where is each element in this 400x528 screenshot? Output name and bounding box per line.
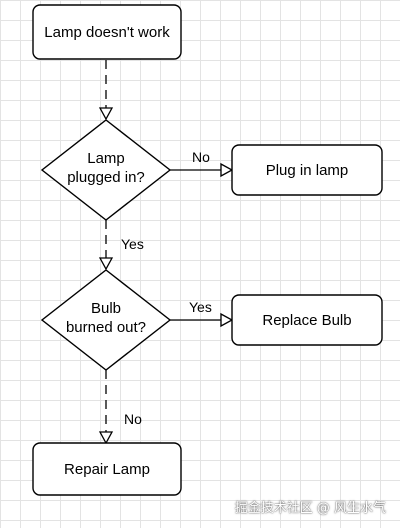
plugged-node-label-line2: plugged in? bbox=[67, 169, 145, 186]
replace-bulb-node[interactable] bbox=[231, 294, 383, 346]
repair-node-label: Repair Lamp bbox=[64, 461, 150, 478]
arrowhead-plugged-to-plugin bbox=[220, 162, 234, 178]
arrowhead-plugged-to-bulb bbox=[98, 257, 114, 271]
edges bbox=[98, 60, 234, 445]
bulb-node-label-line1: Bulb bbox=[91, 300, 121, 317]
bulb-node-label-line2: burned out? bbox=[66, 319, 146, 336]
arrowhead-bulb-to-replace bbox=[220, 312, 234, 328]
edge-label-bulb-yes: Yes bbox=[189, 299, 212, 315]
edge-label-bulb-no: No bbox=[124, 411, 142, 427]
start-node[interactable] bbox=[32, 4, 182, 60]
plugged-node-label-line1: Lamp bbox=[87, 150, 125, 167]
bulb-decision-node[interactable] bbox=[40, 269, 172, 371]
edge-label-plugged-yes: Yes bbox=[121, 236, 144, 252]
node-labels: Lamp doesn't work Lamp plugged in? Plug … bbox=[44, 24, 351, 478]
nodes bbox=[32, 4, 383, 496]
plug-in-node-label: Plug in lamp bbox=[266, 162, 349, 179]
arrowhead-bulb-to-repair bbox=[98, 431, 114, 445]
edge-labels: No Yes Yes No bbox=[121, 149, 212, 427]
plugged-decision-node[interactable] bbox=[40, 119, 172, 221]
edge-label-plugged-no: No bbox=[192, 149, 210, 165]
repair-node[interactable] bbox=[32, 442, 182, 496]
replace-bulb-node-label: Replace Bulb bbox=[262, 312, 351, 329]
start-node-label: Lamp doesn't work bbox=[44, 24, 170, 41]
watermark: 掘金技术社区 @ 风生水气 bbox=[234, 501, 386, 516]
plug-in-node[interactable] bbox=[231, 144, 383, 196]
arrowhead-start-to-plugged bbox=[98, 107, 114, 121]
